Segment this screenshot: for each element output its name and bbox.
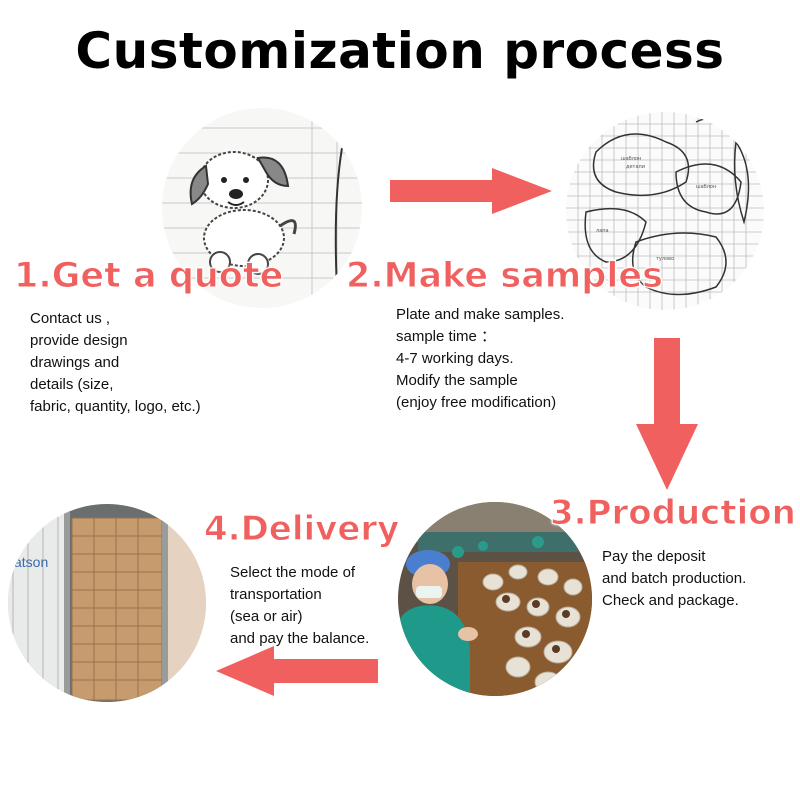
- step-2-description: Plate and make samples. sample time ： 4-…: [396, 306, 565, 411]
- step-4-description: Select the mode of transportation (sea o…: [230, 564, 370, 647]
- step-3-label: 3.Production: [550, 493, 797, 534]
- svg-text:детали: детали: [626, 164, 645, 170]
- factory-production-image: [398, 502, 592, 696]
- step-2-label: 2.Make samples: [346, 256, 664, 297]
- step-1-label: 1.Get a quote: [13, 256, 284, 297]
- arrow-right-icon: [390, 168, 552, 214]
- svg-text:лапа: лапа: [596, 228, 609, 234]
- step-3-description: Pay the deposit and batch production. Ch…: [602, 548, 747, 609]
- svg-text:шаблон: шаблон: [696, 184, 716, 190]
- sewing-pattern-image: шаблон детали шаблон тулово лапа: [566, 112, 764, 310]
- page-title: Customization process: [75, 22, 725, 80]
- arrow-left-icon: [216, 646, 378, 696]
- arrow-down-icon: [636, 338, 698, 490]
- shipping-container-image: atson: [8, 504, 206, 702]
- step-4-label: 4.Delivery: [203, 509, 400, 550]
- container-brand-text: atson: [14, 554, 49, 570]
- svg-text:тулово: тулово: [656, 256, 674, 262]
- svg-text:шаблон: шаблон: [621, 156, 641, 162]
- step-1-description: Contact us , provide design drawings and…: [30, 310, 201, 415]
- plush-dog-sketch-image: [162, 108, 362, 308]
